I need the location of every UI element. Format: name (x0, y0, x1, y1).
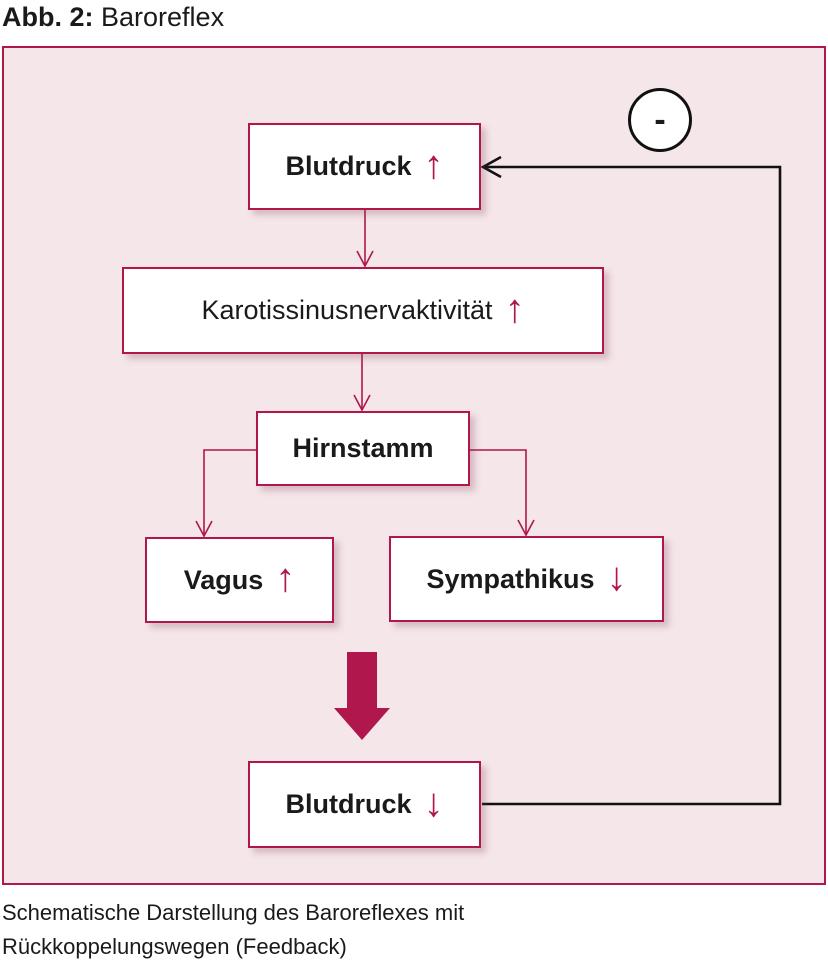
connector-hirnstamm-to-vagus (195, 449, 257, 538)
node-vagus-label: Vagus (183, 564, 264, 595)
result-arrow (334, 652, 390, 740)
arrow-up-icon: ↑ (275, 556, 296, 600)
figure-number: Abb. 2: (2, 2, 94, 32)
caption-line-1: Schematische Darstellung des Baroreflexe… (2, 900, 465, 925)
figure-caption: Schematische Darstellung des Baroreflexe… (2, 896, 464, 964)
arrow-up-icon: ↑ (423, 142, 444, 187)
arrow-up-icon: ↑ (504, 286, 525, 331)
node-sympathikus-label: Sympathikus (426, 563, 595, 594)
arrow-down-icon: ↓ (606, 555, 627, 599)
node-blutdruck-increase-label: Blutdruck (285, 151, 412, 181)
node-vagus-increase: Vagus ↑ (145, 537, 334, 623)
node-karotis-label: Karotissinusnervaktivität (201, 295, 493, 325)
negative-feedback-sign: - (628, 88, 692, 152)
connector-hirnstamm-to-sympathikus (470, 449, 535, 537)
feedback-loop-line (480, 155, 782, 806)
node-hirnstamm: Hirnstamm (256, 411, 470, 486)
caption-line-2: Rückkoppelungswegen (Feedback) (2, 934, 347, 959)
figure-title-text: Baroreflex (101, 2, 225, 32)
figure-title: Abb. 2: Baroreflex (2, 0, 224, 34)
negative-feedback-sign-label: - (654, 101, 666, 139)
node-blutdruck-decrease-label: Blutdruck (285, 789, 412, 819)
node-sympathikus-decrease: Sympathikus ↓ (389, 536, 664, 622)
node-blutdruck-increase: Blutdruck ↑ (248, 123, 481, 210)
arrow-down-icon: ↓ (423, 780, 444, 825)
node-blutdruck-decrease: Blutdruck ↓ (248, 761, 481, 848)
node-karotissinusnervaktivitaet: Karotissinusnervaktivität ↑ (122, 267, 604, 354)
node-hirnstamm-label: Hirnstamm (292, 433, 434, 463)
